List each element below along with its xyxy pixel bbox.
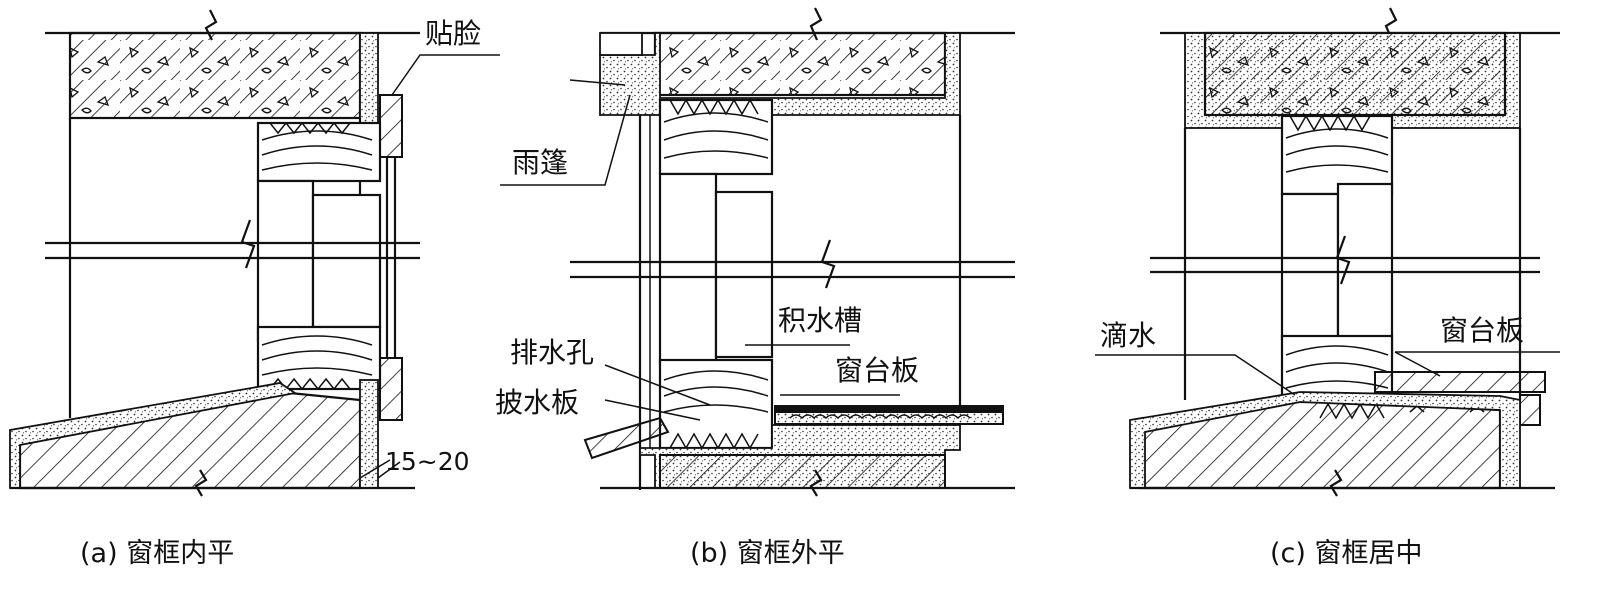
label-water-channel: 积水槽 bbox=[778, 304, 862, 337]
caption-panel-a: (a) 窗框内平 bbox=[80, 538, 234, 569]
caption-panel-c: (c) 窗框居中 bbox=[1270, 538, 1423, 569]
label-cover-trim: 贴脸 bbox=[425, 17, 481, 50]
label-drain-hole: 排水孔 bbox=[510, 336, 594, 369]
label-weather-board: 披水板 bbox=[495, 386, 579, 419]
label-canopy: 雨篷 bbox=[512, 146, 568, 179]
label-drip: 滴水 bbox=[1100, 319, 1156, 352]
panel-a-frame-flush-inside bbox=[9, 9, 500, 497]
panel-b-frame-flush-outside bbox=[500, 7, 1015, 497]
label-window-sill-board-c: 窗台板 bbox=[1440, 314, 1524, 347]
label-window-sill-board-b: 窗台板 bbox=[835, 354, 919, 387]
panel-c-frame-centered bbox=[1095, 7, 1560, 497]
label-dimension: 15~20 bbox=[385, 447, 470, 476]
caption-panel-b: (b) 窗框外平 bbox=[690, 538, 845, 569]
